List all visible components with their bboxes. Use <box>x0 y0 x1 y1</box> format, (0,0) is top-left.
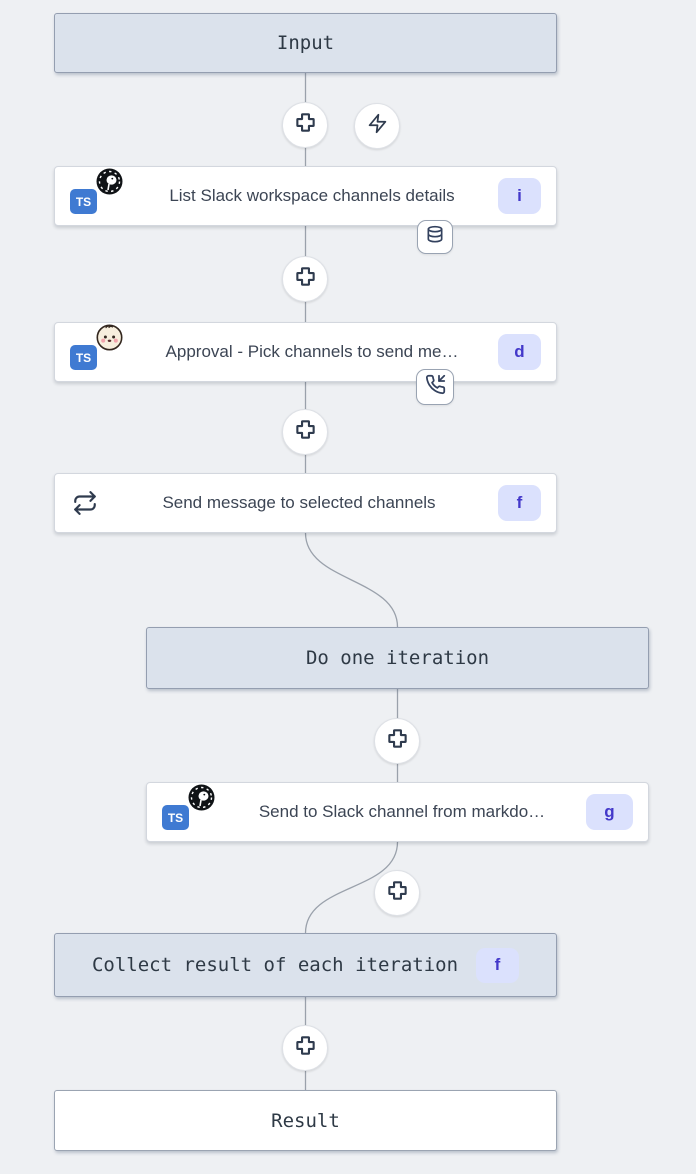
input-node[interactable]: Input <box>54 13 557 73</box>
step-send-markdown[interactable]: TS Send to Slack channel from markdo… g <box>146 782 649 842</box>
step-language-icons: TS <box>70 322 126 382</box>
collect-result-label: Collect result of each iteration <box>91 954 459 976</box>
plus-icon <box>386 727 409 755</box>
do-one-iteration-node[interactable]: Do one iteration <box>146 627 649 689</box>
plus-icon <box>386 879 409 907</box>
plus-icon <box>294 418 317 446</box>
edge-send-collect <box>304 841 399 934</box>
do-one-iteration-label: Do one iteration <box>305 647 490 669</box>
edge-forloop-iteration <box>304 532 399 628</box>
bun-icon <box>96 324 123 351</box>
plus-icon <box>294 111 317 139</box>
step-label: Send to Slack channel from markdo… <box>258 802 546 821</box>
step-forloop[interactable]: Send message to selected channels f <box>54 473 557 533</box>
phone-incoming-icon <box>425 374 446 400</box>
step-label: List Slack workspace channels details <box>169 186 455 205</box>
cache-badge[interactable] <box>417 220 453 254</box>
insert-step-button[interactable] <box>282 409 328 455</box>
repeat-icon <box>70 490 100 516</box>
step-id-badge: d <box>498 334 541 370</box>
insert-step-button[interactable] <box>282 1025 328 1071</box>
step-label: Send message to selected channels <box>162 493 436 512</box>
collect-result-node[interactable]: Collect result of each iteration f <box>54 933 557 997</box>
database-icon <box>425 225 445 250</box>
insert-step-button[interactable] <box>374 718 420 764</box>
step-id-badge: f <box>498 485 541 521</box>
suspend-approval-badge[interactable] <box>416 369 454 405</box>
insert-step-button[interactable] <box>374 870 420 916</box>
plus-icon <box>294 265 317 293</box>
plus-icon <box>294 1034 317 1062</box>
step-id-badge: g <box>586 794 633 830</box>
deno-icon <box>188 784 215 811</box>
step-language-icons: TS <box>70 166 126 226</box>
result-node-label: Result <box>271 1109 340 1132</box>
step-approval[interactable]: TS Approval - Pick channels to send me… … <box>54 322 557 382</box>
step-label: Approval - Pick channels to send me… <box>165 342 459 361</box>
step-language-icons: TS <box>162 782 218 842</box>
step-id-badge: i <box>498 178 541 214</box>
input-node-label: Input <box>276 32 335 54</box>
add-trigger-button[interactable] <box>354 103 400 149</box>
step-list-channels[interactable]: TS List Slack workspace channels details… <box>54 166 557 226</box>
typescript-icon: TS <box>70 189 97 214</box>
result-node[interactable]: Result <box>54 1090 557 1151</box>
zap-icon <box>367 113 388 139</box>
step-id-badge: f <box>476 947 520 983</box>
typescript-icon: TS <box>70 345 97 370</box>
deno-icon <box>96 168 123 195</box>
insert-step-button[interactable] <box>282 256 328 302</box>
typescript-icon: TS <box>162 805 189 830</box>
insert-step-button[interactable] <box>282 102 328 148</box>
